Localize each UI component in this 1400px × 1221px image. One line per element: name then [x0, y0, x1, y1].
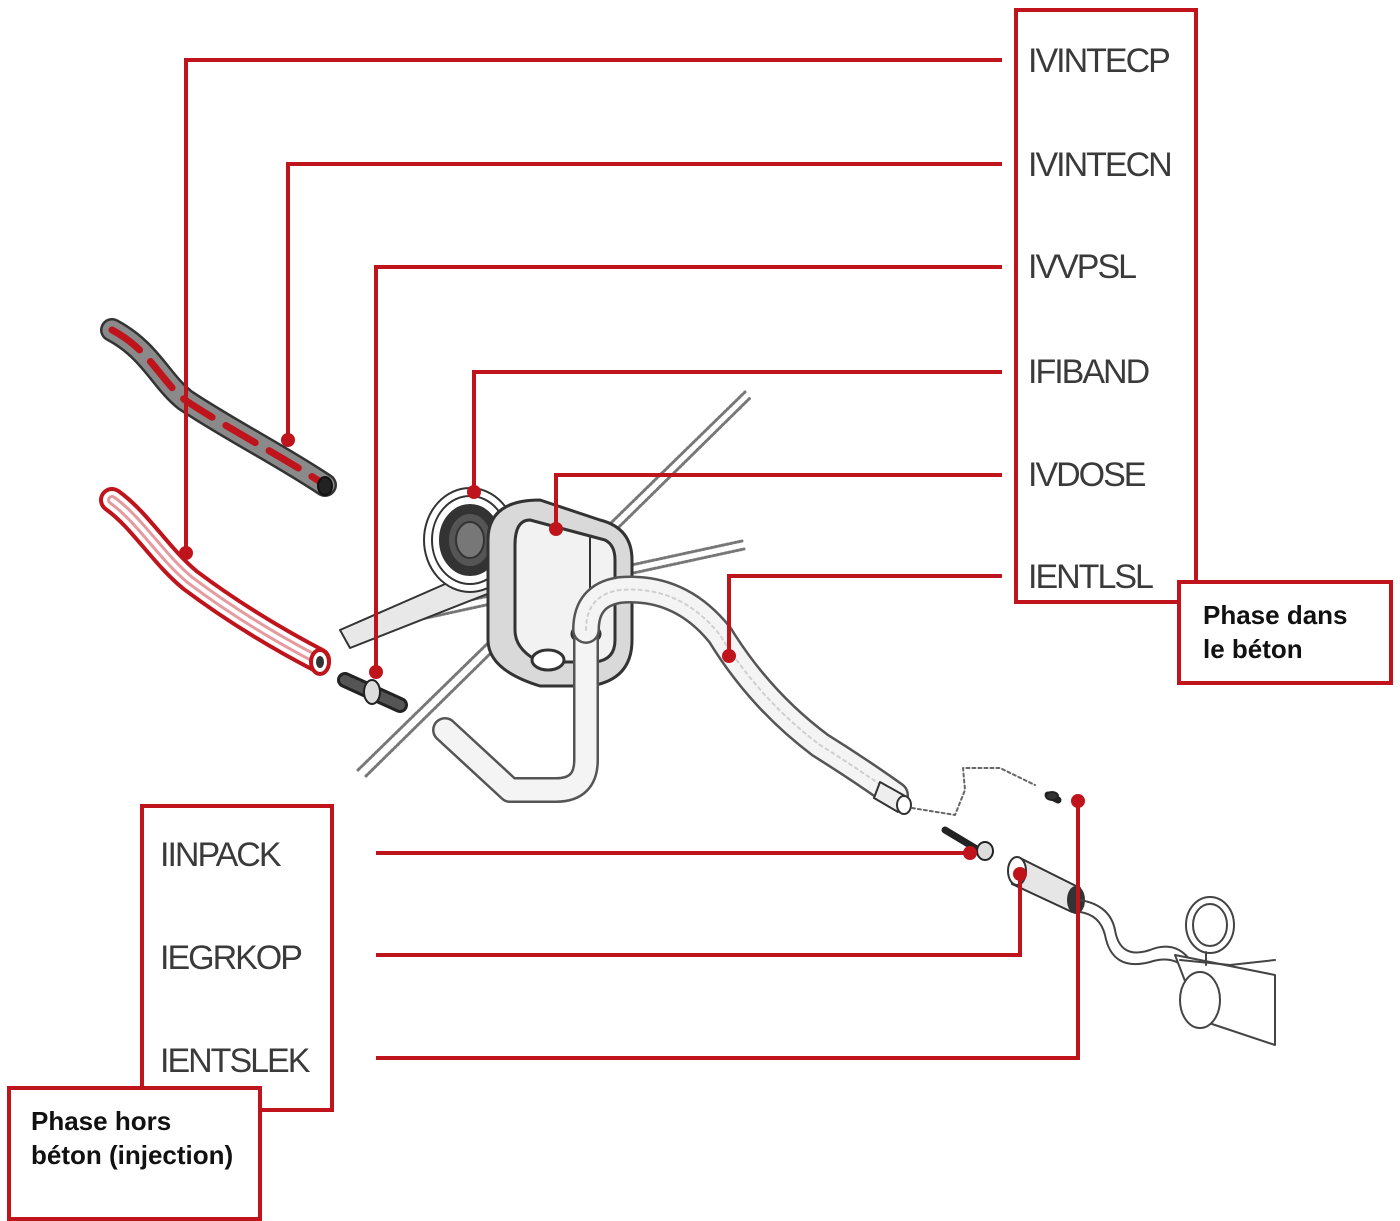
part-code-label: IENTSLEK — [160, 1042, 311, 1080]
part-code-label: IFIBAND — [1028, 353, 1149, 391]
grey-hose-icon — [100, 318, 337, 497]
part-code-label: IEGRKOP — [160, 939, 301, 977]
phase-out-concrete-text: Phase hors béton (injection) — [31, 1106, 234, 1170]
in-concrete-label-box — [1014, 8, 1198, 604]
injection-hose-icon — [572, 575, 912, 815]
assembly-guide-icon — [911, 767, 1036, 816]
part-code-label: IINPACK — [160, 836, 282, 874]
loop-tube-icon — [432, 627, 599, 803]
phase-in-concrete-caption: Phase dans le béton — [1177, 580, 1393, 685]
leader-dots-out-concrete — [963, 794, 1085, 881]
phase-in-concrete-text: Phase dans le béton — [1203, 600, 1348, 664]
part-code-label: IENTLSL — [1028, 558, 1153, 596]
red-hose-icon — [99, 487, 331, 676]
connector-nut-icon — [337, 672, 408, 713]
part-code-label: IVDOSE — [1028, 456, 1146, 494]
phase-out-concrete-caption: Phase hors béton (injection) — [7, 1086, 262, 1221]
grease-pump-icon — [1079, 896, 1276, 1046]
part-code-label: IVINTECP — [1028, 42, 1169, 80]
leader-dots-in-concrete — [179, 433, 736, 679]
leaders-out-concrete — [376, 801, 1080, 1060]
injection-nipple-icon — [941, 791, 1062, 861]
leaders-in-concrete — [184, 58, 1002, 672]
part-code-label: IVVPSL — [1028, 248, 1136, 286]
part-code-label: IVINTECN — [1028, 146, 1171, 184]
